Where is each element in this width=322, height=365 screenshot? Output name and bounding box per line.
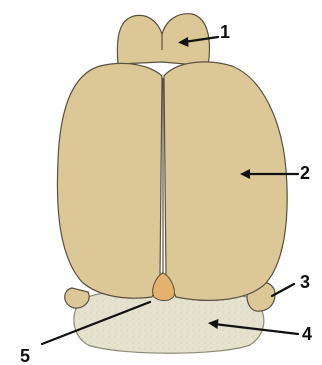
- label-2: 2: [300, 163, 310, 183]
- label-3: 3: [300, 272, 310, 292]
- leader-line-3: [272, 284, 294, 296]
- left-flocculus: [65, 288, 89, 308]
- label-5: 5: [20, 346, 30, 365]
- label-1: 1: [220, 22, 230, 42]
- left-hemisphere: [57, 63, 162, 298]
- label-4: 4: [302, 324, 312, 344]
- right-hemisphere: [164, 62, 287, 300]
